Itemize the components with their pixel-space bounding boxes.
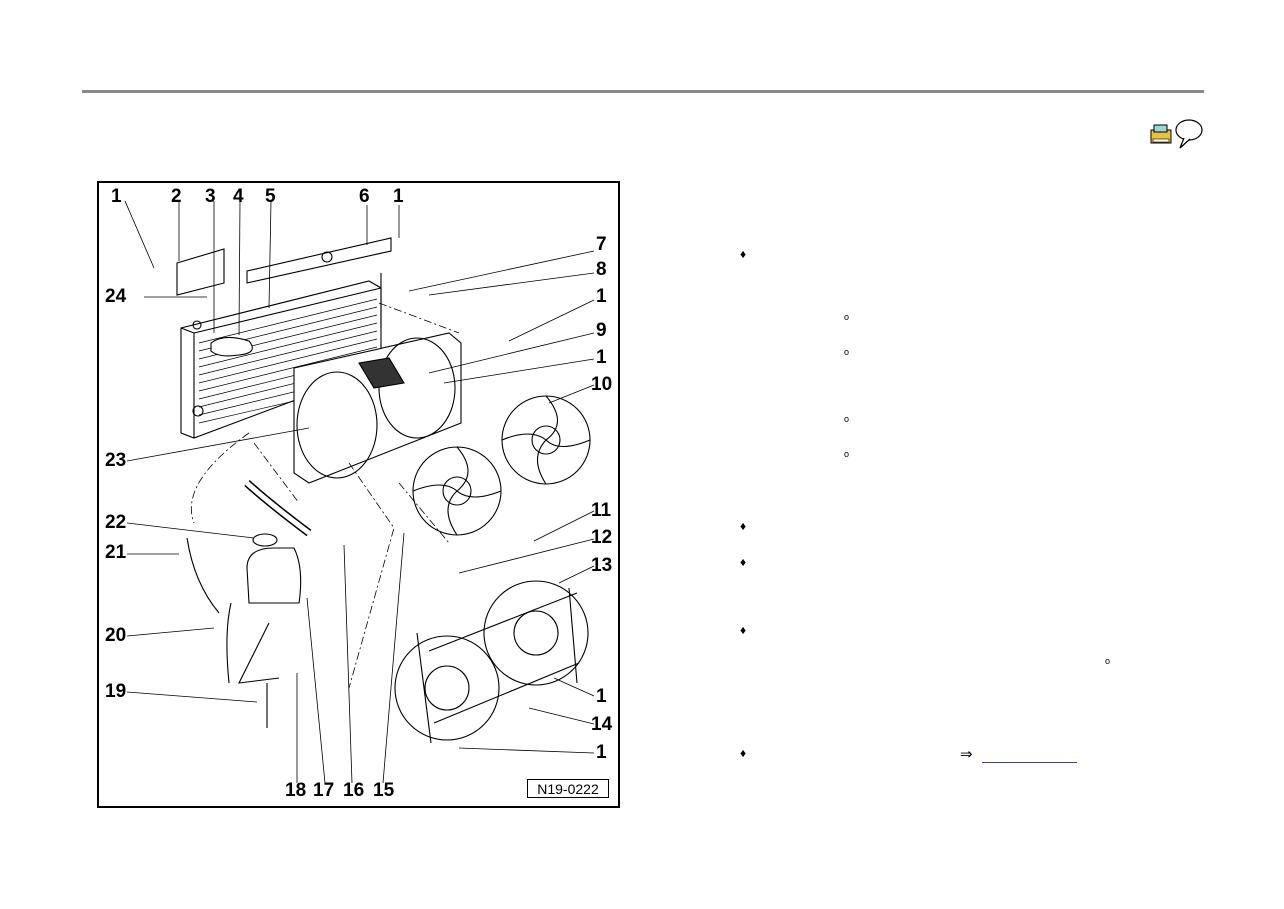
callout-leaders: [124, 200, 595, 784]
callout-label: 19: [105, 681, 127, 702]
xref-link[interactable]: [982, 761, 1077, 763]
callout-label: 9: [596, 320, 607, 341]
fan-frame: [394, 580, 589, 744]
toolbar-icons: [1150, 119, 1203, 149]
header-rule: [82, 90, 1204, 93]
callout-label: 22: [105, 512, 127, 533]
callout-label: 1: [596, 686, 607, 707]
coolant-hose: [244, 480, 312, 537]
figure-id: N19-0222: [527, 779, 609, 798]
callout-label: 18: [285, 780, 307, 801]
printer-icon[interactable]: [1150, 124, 1172, 144]
bullet-icon: ♦: [740, 519, 747, 533]
callout-label: 10: [591, 374, 613, 395]
diagram-drawing: [124, 200, 595, 784]
callout-label: 1: [596, 347, 607, 368]
xref-arrow-icon: ⇒: [960, 746, 973, 763]
callout-label: 1: [596, 286, 607, 307]
callout-label: 11: [591, 500, 612, 521]
callout-label: 1: [111, 186, 122, 207]
callout-label: 21: [105, 542, 127, 563]
fan-shroud: [293, 332, 462, 484]
radiator: [180, 280, 382, 439]
callout-label: 1: [393, 186, 404, 207]
callout-label: 13: [591, 555, 613, 576]
callout-label: 15: [373, 780, 395, 801]
callout-label: 20: [105, 625, 127, 646]
speech-bubble-icon[interactable]: [1175, 119, 1203, 149]
condenser: [176, 237, 392, 328]
fan-blade-lower: [412, 446, 502, 536]
sub-bullet-icon: o: [844, 414, 850, 424]
callout-label: 23: [105, 450, 127, 471]
sub-bullet-icon: o: [844, 312, 850, 322]
expansion-tank: [186, 533, 302, 728]
callout-label: 24: [105, 286, 127, 307]
callout-label: 6: [359, 186, 370, 207]
callout-label: 12: [591, 527, 613, 548]
exploded-parts-diagram: 1 2 3 4 5 6 1 7 8 1 9 1 10 24 23 22 21 2…: [97, 181, 620, 808]
callout-label: 17: [313, 780, 335, 801]
sub-bullet-icon: o: [1105, 656, 1111, 666]
callout-label: 1: [596, 742, 607, 763]
bullet-icon: ♦: [740, 623, 747, 637]
callout-label: 7: [596, 234, 607, 255]
callout-label: 4: [233, 186, 244, 207]
callout-label: 2: [171, 186, 182, 207]
bullet-icon: ♦: [740, 746, 747, 760]
bullet-icon: ♦: [740, 555, 747, 569]
callout-label: 5: [265, 186, 276, 207]
fan-blade-upper: [501, 395, 591, 485]
callout-label: 8: [596, 259, 607, 280]
callout-label: 14: [591, 714, 613, 735]
assembly-lines: [190, 302, 460, 689]
bullet-icon: ♦: [740, 247, 747, 261]
callout-label: 16: [343, 780, 365, 801]
sub-bullet-icon: o: [844, 449, 850, 459]
sub-bullet-icon: o: [844, 347, 850, 357]
callout-label: 3: [205, 186, 216, 207]
